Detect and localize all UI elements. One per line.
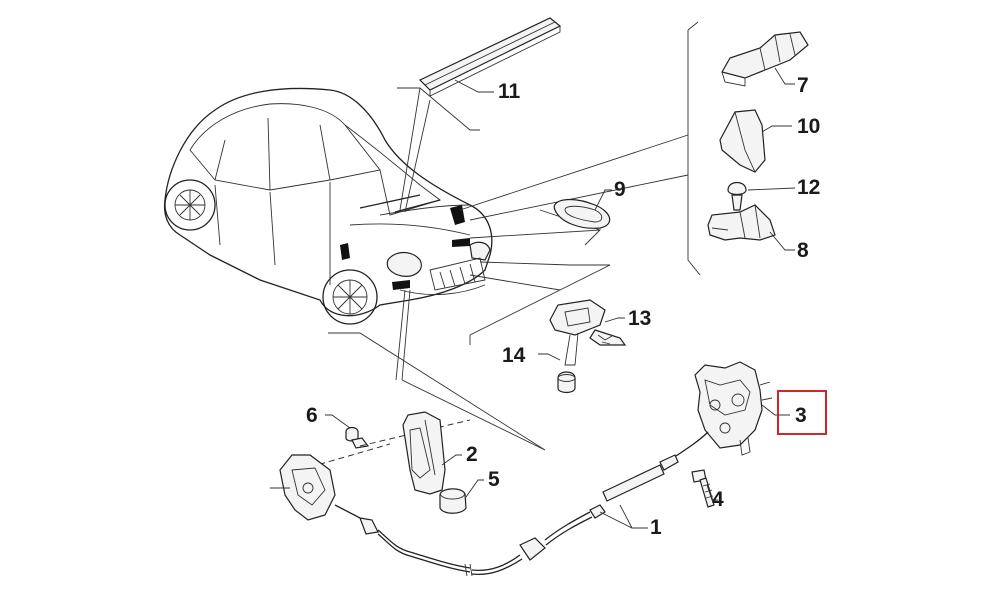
callout-12: 12: [797, 176, 821, 199]
part-12-clip: [727, 181, 747, 211]
callout-leaders: [325, 67, 796, 501]
part-1-release-cable: [334, 431, 709, 577]
part-4-bolt: [691, 469, 715, 508]
callout-6: 6: [306, 404, 318, 427]
callout-11: 11: [498, 80, 521, 103]
callout-8: 8: [797, 239, 809, 262]
part-13-striker: [549, 299, 627, 366]
callout-9: 9: [614, 178, 626, 201]
callout-5: 5: [488, 468, 500, 491]
part-14-nut: [557, 371, 576, 394]
car-illustration: [163, 87, 493, 325]
callout-14: 14: [502, 344, 526, 367]
callout-2: 2: [466, 443, 478, 466]
part-9-pad: [553, 198, 611, 229]
callout-7: 7: [797, 74, 809, 97]
part-5-clip: [439, 488, 467, 514]
callout-13: 13: [628, 307, 652, 330]
release-lever-bracket: [270, 454, 336, 521]
highlight-box-callout-3: [777, 390, 827, 435]
part-2-release-handle: [402, 411, 446, 495]
part-11-seal-strip: [418, 17, 562, 97]
part-8-bracket: [707, 204, 776, 241]
callout-1: 1: [650, 516, 662, 539]
callout-10: 10: [797, 115, 821, 138]
part-7-bracket: [721, 31, 809, 87]
callout-3: 3: [795, 404, 807, 427]
part-10-cover: [719, 109, 766, 173]
callout-4: 4: [712, 488, 724, 511]
part-3-hood-latch: [694, 361, 773, 456]
